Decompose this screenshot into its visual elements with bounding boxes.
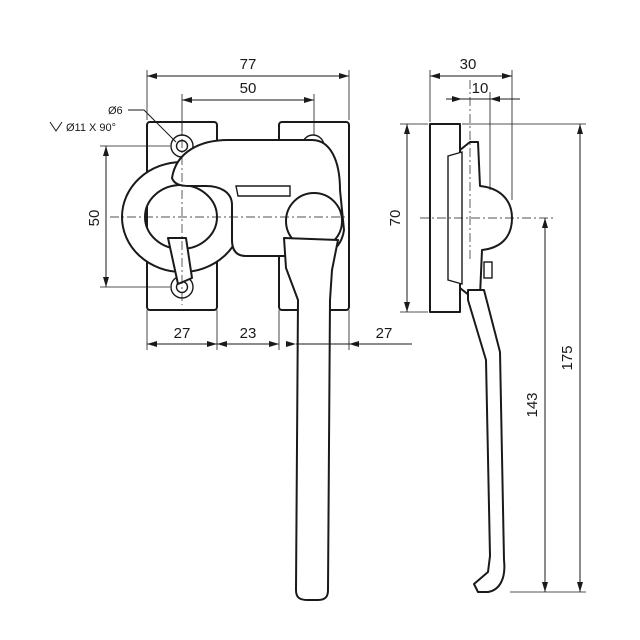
side-view-dimensions: 30 10 70 143 175 xyxy=(387,56,586,593)
dim-overall-depth: 30 xyxy=(460,56,477,73)
dim-plate-width-right: 27 xyxy=(376,325,393,342)
dim-plate-width-left: 27 xyxy=(174,325,191,342)
dim-overall-width: 77 xyxy=(240,56,257,73)
latch-tongue xyxy=(167,237,193,285)
dim-plate-height: 70 xyxy=(387,210,404,227)
latch-arm-slot xyxy=(235,185,291,197)
dim-hole-spacing: 50 xyxy=(86,210,103,227)
front-view xyxy=(110,121,350,601)
dim-handle-length: 143 xyxy=(524,392,541,417)
side-washer xyxy=(483,261,493,279)
side-view xyxy=(420,80,556,593)
countersink-symbol xyxy=(49,121,63,132)
front-view-dimensions: 77 50 50 27 23 27 Ø6 xyxy=(49,56,412,350)
handle-lever xyxy=(283,237,339,601)
side-handle xyxy=(467,289,506,593)
dim-plate-offset: 10 xyxy=(472,80,489,97)
countersink-note: Ø11 X 90° xyxy=(66,122,116,134)
dim-handle-offset: 50 xyxy=(240,80,257,97)
dim-overall-height: 175 xyxy=(559,345,576,370)
dim-gap-between-plates: 23 xyxy=(240,325,257,342)
hole-diameter-note: Ø6 xyxy=(108,105,123,117)
